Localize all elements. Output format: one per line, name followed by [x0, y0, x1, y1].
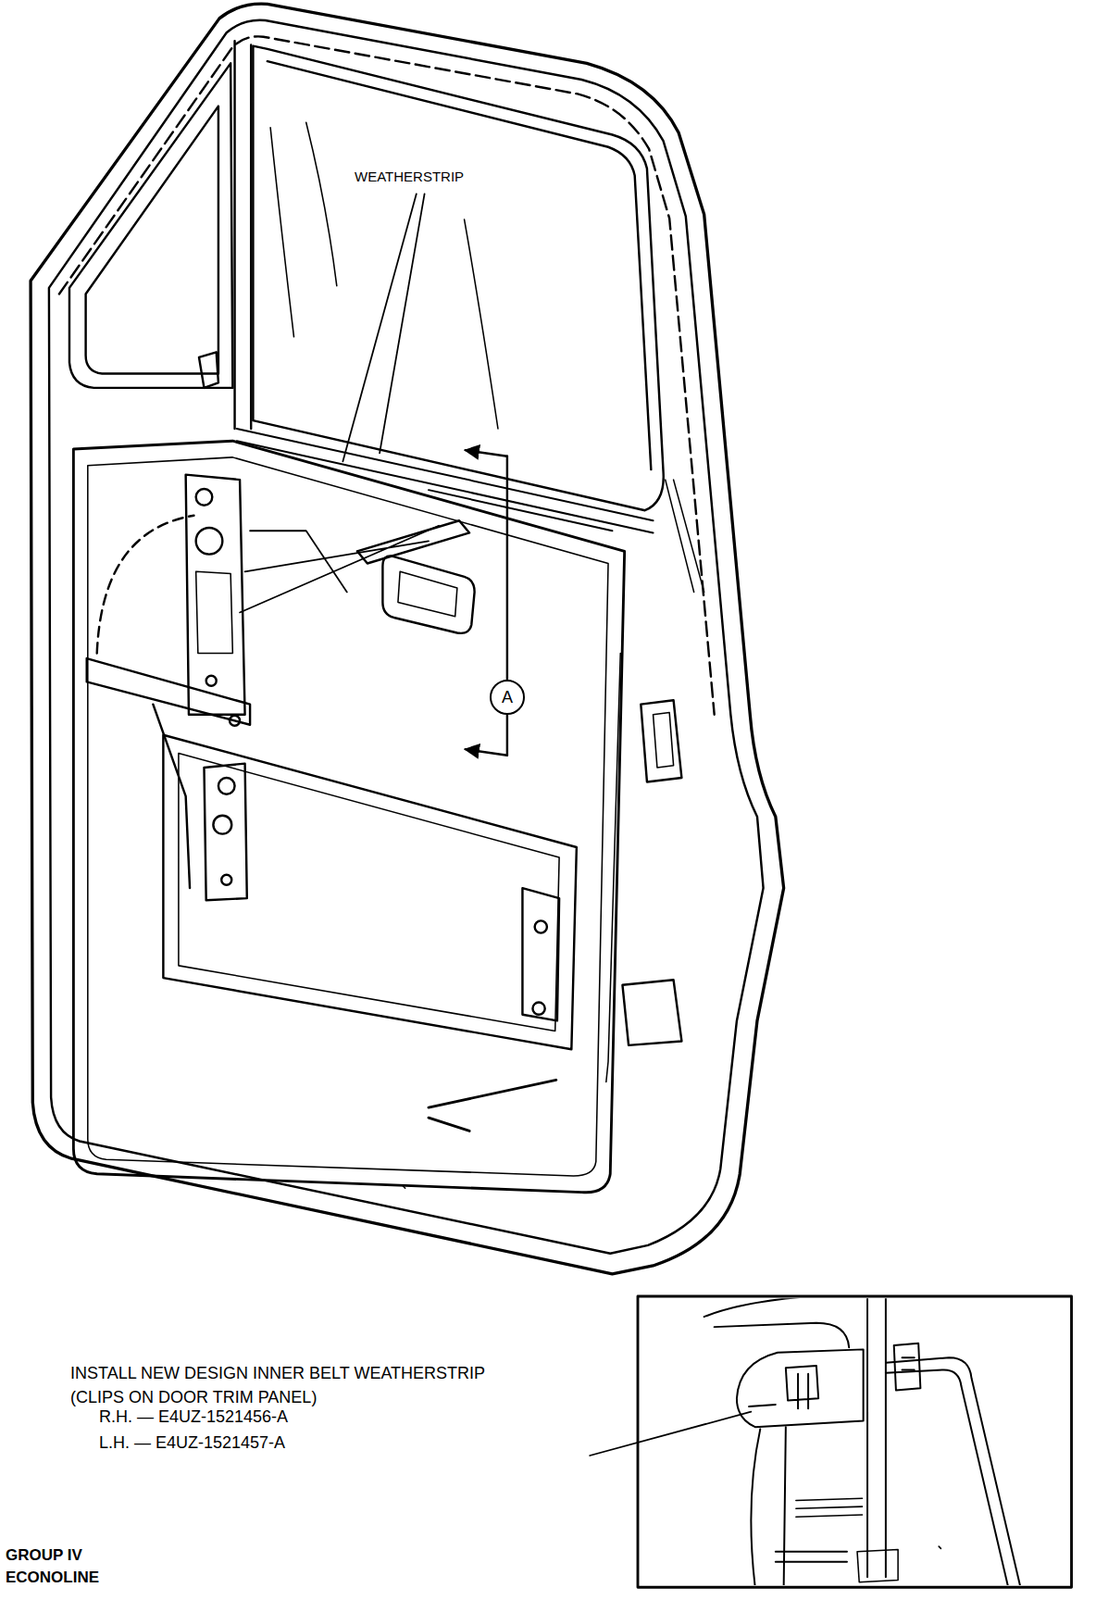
install-note: INSTALL NEW DESIGN INNER BELT WEATHERSTR… — [70, 1360, 492, 1409]
inside-handle — [382, 555, 474, 633]
window-regulator — [186, 474, 246, 715]
lower-opening — [162, 734, 576, 1050]
inset-door-inner — [775, 1551, 847, 1562]
window-regulator — [196, 571, 234, 653]
glass-reflection — [270, 122, 499, 429]
section-callout: A — [489, 679, 525, 715]
lock-bolt — [221, 874, 232, 885]
door-latch — [640, 699, 682, 782]
lock-plate — [203, 763, 247, 901]
drain-hole — [428, 1079, 557, 1131]
vent-latch — [199, 351, 219, 388]
lower-opening — [178, 753, 560, 1032]
regulator-arm — [239, 525, 439, 613]
regulator-bar — [87, 658, 250, 725]
inside-handle — [398, 571, 458, 617]
glass-channel — [357, 520, 470, 563]
section-arrow — [465, 449, 508, 457]
door-flange — [49, 20, 764, 1254]
inset-channel — [796, 1497, 898, 1582]
lock-linkage — [152, 704, 190, 888]
inset-clip — [748, 1365, 819, 1408]
group-label: GROUP IV — [5, 1545, 83, 1565]
check-arm — [665, 479, 705, 592]
leader-line — [379, 193, 425, 453]
fastener-hole — [535, 920, 548, 933]
part-number: R.H. — E4UZ-1521456-A — [99, 1407, 288, 1428]
callout-letter: A — [501, 688, 513, 706]
leader-line — [589, 1411, 751, 1456]
regulator-arc — [97, 515, 195, 654]
regulator-bolt — [206, 675, 217, 686]
regulator-bolt — [196, 488, 213, 506]
part-label: WEATHERSTRIP — [354, 168, 464, 186]
door-flange — [59, 36, 715, 714]
division-post — [235, 40, 252, 429]
lock-bolt — [212, 815, 232, 835]
leader-line — [342, 193, 416, 461]
window-frame — [252, 46, 663, 511]
latch-rod — [606, 653, 621, 1083]
inset-trim-panel — [704, 1297, 858, 1347]
door-latch — [653, 711, 674, 768]
inset-belt-molding — [894, 1343, 922, 1391]
lock-bolt — [218, 777, 236, 795]
lower-latch — [622, 979, 682, 1046]
inset-frame — [637, 1295, 1072, 1587]
inner-panel — [87, 457, 609, 1176]
panel-fastener — [522, 887, 560, 1021]
door-outline — [30, 3, 785, 1274]
vent-window — [86, 106, 219, 374]
inset-outer-panel — [885, 1357, 1022, 1585]
inset-inner-weatherstrip — [736, 1348, 864, 1427]
model-label: ECONOLINE — [5, 1568, 100, 1587]
fastener-hole — [532, 1002, 545, 1015]
part-number: L.H. — E4UZ-1521457-A — [99, 1432, 286, 1454]
window-frame — [267, 61, 652, 470]
vent-window — [69, 62, 233, 388]
regulator-pivot — [196, 527, 224, 555]
inset-glass — [867, 1297, 886, 1577]
section-arrow — [465, 748, 508, 756]
inner-panel — [73, 440, 624, 1193]
